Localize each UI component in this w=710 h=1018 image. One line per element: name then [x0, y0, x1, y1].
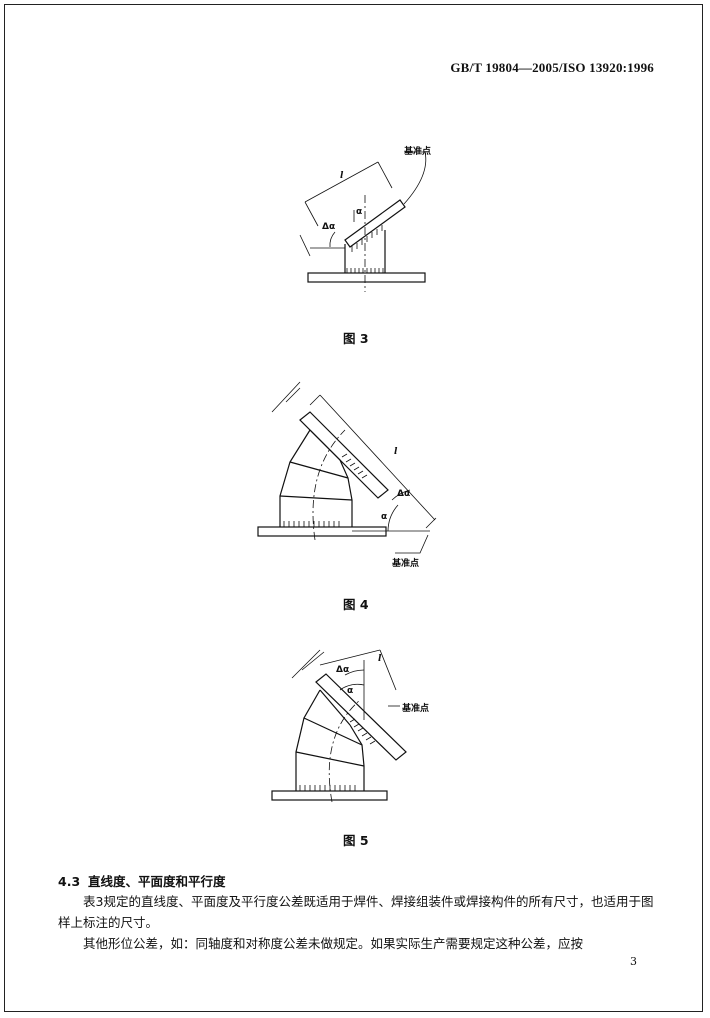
paragraph-2: 其他形位公差，如：同轴度和对称度公差未做规定。如果实际生产需要规定这种公差，应按 [83, 936, 584, 951]
fig5-alpha-symbol: α [347, 686, 354, 696]
fig5-delta-alpha-symbol: Δα [336, 665, 350, 675]
fig3-alpha-symbol: α [356, 207, 363, 217]
section-title: 直线度、平面度和平行度 [88, 874, 226, 889]
fig5-l-symbol: l [378, 654, 382, 664]
figure-4-caption: 图 4 [343, 597, 369, 612]
section-heading: 4.3 直线度、平面度和平行度 [58, 871, 226, 890]
fig4-l-symbol: l [394, 447, 398, 457]
figure-5-caption: 图 5 [343, 833, 369, 848]
page-number: 3 [630, 955, 637, 968]
figure-4-drawing [257, 381, 437, 554]
figure-3-caption: 图 3 [343, 331, 369, 346]
paragraph-1: 表3规定的直线度、平面度及平行度公差既适用于焊件、焊接组装件或焊接构件的所有尺寸… [58, 894, 654, 930]
fig3-base-plate [307, 272, 426, 283]
fig3-datum-label: 基准点 [404, 147, 432, 157]
fig4-delta-alpha-symbol: Δα [397, 489, 411, 499]
fig3-delta-alpha-symbol: Δα [322, 222, 336, 232]
fig4-datum-label: 基准点 [392, 559, 420, 569]
standard-number: GB/T 19804—2005/ISO 13920:1996 [450, 60, 654, 75]
fig3-l-symbol: l [340, 171, 344, 181]
fig4-inclined-plate [299, 411, 389, 499]
fig5-base-plate [271, 790, 388, 801]
fig5-datum-label: 基准点 [402, 704, 430, 714]
fig5-inclined-plate [315, 673, 407, 761]
fig3-inclined-plate [344, 199, 406, 248]
section-number: 4.3 [58, 874, 81, 889]
page-frame [4, 4, 703, 1012]
figure-3-drawing [299, 151, 427, 292]
figure-5-drawing [271, 649, 407, 803]
fig4-base-plate [257, 526, 387, 537]
fig4-alpha-symbol: α [381, 512, 388, 522]
